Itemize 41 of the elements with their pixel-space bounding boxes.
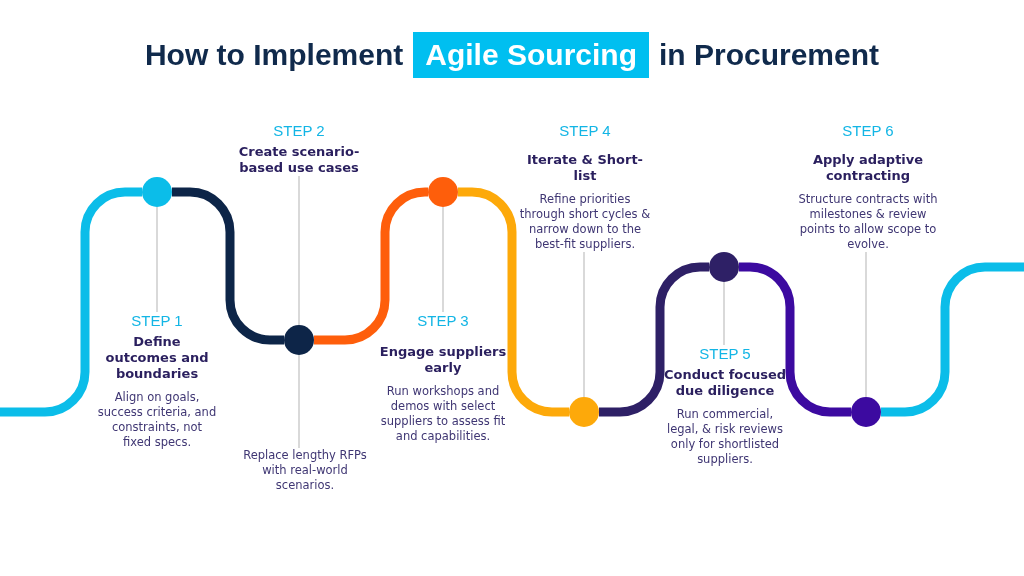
step-label: STEP 3 [416, 312, 470, 330]
title-text: in Procurement [659, 37, 880, 73]
path-segment [739, 262, 851, 417]
step-description: Run workshops and demos with select suppliers to assess fit and capabilities. [379, 384, 507, 444]
step-dot [284, 325, 314, 355]
step-description: Replace lengthy RFPs with real-world scenarios. [242, 448, 368, 493]
path-segment [881, 262, 1024, 417]
step-heading: Engage suppliers early [378, 344, 508, 376]
leader-line [865, 251, 867, 398]
step-label: STEP 4 [558, 122, 612, 140]
leader-line [298, 354, 300, 449]
step-heading: Create scenario-based use cases [237, 144, 361, 176]
leader-line [156, 206, 158, 313]
step-description: Refine priorities through short cycles & narrow down to the best-fit suppliers. [518, 192, 652, 252]
step-label: STEP 6 [841, 122, 895, 140]
step-dot [709, 252, 739, 282]
step-description: Align on goals, success criteria, and constraints, not fixed specs. [97, 390, 217, 450]
step-heading: Apply adaptive contracting [811, 152, 925, 184]
title-highlight: Agile Sourcing [413, 32, 649, 78]
step-heading: Conduct focused due diligence [662, 367, 788, 399]
step-dot [851, 397, 881, 427]
step-dot [569, 397, 599, 427]
step-dot [428, 177, 458, 207]
leader-line [583, 251, 585, 398]
path-segment [458, 187, 569, 417]
title-text: How to Implement [144, 37, 404, 73]
path-segment [599, 262, 709, 417]
path-segment [172, 187, 284, 345]
step-description: Run commercial, legal, & risk reviews only for shortlisted suppliers. [666, 407, 784, 467]
step-description: Structure contracts with milestones & review points to allow scope to evolve. [798, 192, 938, 252]
step-label: STEP 1 [130, 312, 184, 330]
leader-line [298, 175, 300, 326]
step-label: STEP 2 [272, 122, 326, 140]
path-segment [0, 187, 142, 417]
leader-line [442, 206, 444, 313]
leader-line [723, 281, 725, 346]
path-segment [314, 187, 430, 345]
step-dot [142, 177, 172, 207]
step-heading: Iterate & Short-list [525, 152, 644, 184]
step-label: STEP 5 [698, 345, 752, 363]
step-heading: Define outcomes and boundaries [104, 334, 210, 382]
